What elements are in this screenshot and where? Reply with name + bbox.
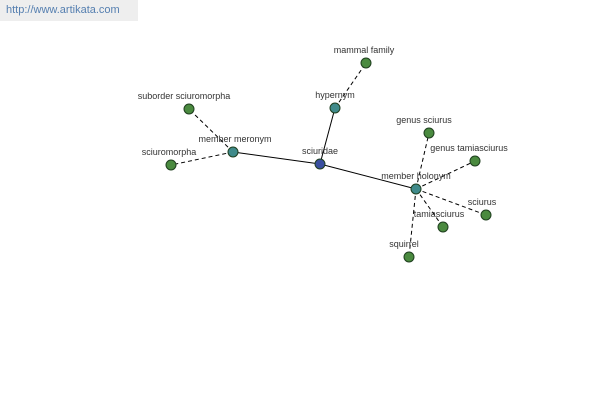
edge-squirrel	[408, 188, 417, 258]
word-label-sciurus: sciurus	[468, 197, 497, 207]
url-banner: http://www.artikata.com	[0, 0, 138, 21]
word-node-suborder-sciuromorpha[interactable]	[183, 103, 195, 115]
word-node-squirrel[interactable]	[403, 251, 415, 263]
relation-label-member-holonym: member holonym	[381, 171, 451, 181]
word-label-tamiasciurus: tamiasciurus	[414, 209, 465, 219]
word-label-sciuromorpha: sciuromorpha	[142, 147, 197, 157]
edge-genus-tamiasciurus	[415, 160, 476, 190]
word-label-genus-sciurus: genus sciurus	[396, 115, 452, 125]
relation-label-member-meronym: member meronym	[198, 134, 271, 144]
relation-node-member-meronym[interactable]	[227, 146, 239, 158]
word-label-mammal-family: mammal family	[334, 45, 395, 55]
word-node-sciuromorpha[interactable]	[165, 159, 177, 171]
edge-member-holonym	[319, 163, 417, 190]
edge-mammal-family	[334, 62, 367, 109]
relation-label-hypernym: hypernym	[315, 90, 355, 100]
word-node-tamiasciurus[interactable]	[437, 221, 449, 233]
edge-sciuromorpha	[170, 151, 234, 166]
edges-layer	[170, 62, 487, 258]
edge-tamiasciurus	[415, 188, 444, 228]
word-label-genus-tamiasciurus: genus tamiasciurus	[430, 143, 508, 153]
edge-genus-sciurus	[415, 132, 430, 190]
edge-suborder-sciuromorpha	[188, 108, 234, 153]
edge-sciurus	[415, 188, 487, 216]
center-node-sciuridae[interactable]	[314, 158, 326, 170]
site-link[interactable]: http://www.artikata.com	[6, 4, 120, 16]
center-label: sciuridae	[302, 146, 338, 156]
labels-layer: mammal family suborder sciuromorpha sciuro…	[138, 45, 509, 249]
word-node-genus-tamiasciurus[interactable]	[469, 155, 481, 167]
edge-member-meronym	[232, 151, 321, 165]
edge-hypernym	[319, 107, 336, 165]
word-node-mammal-family[interactable]	[360, 57, 372, 69]
word-label-squirrel: squirrel	[389, 239, 419, 249]
relation-node-member-holonym[interactable]	[410, 183, 422, 195]
nodes-layer	[165, 57, 492, 263]
word-node-genus-sciurus[interactable]	[423, 127, 435, 139]
word-node-sciurus[interactable]	[480, 209, 492, 221]
relation-node-hypernym[interactable]	[329, 102, 341, 114]
word-label-suborder-sciuromorpha: suborder sciuromorpha	[138, 91, 231, 101]
